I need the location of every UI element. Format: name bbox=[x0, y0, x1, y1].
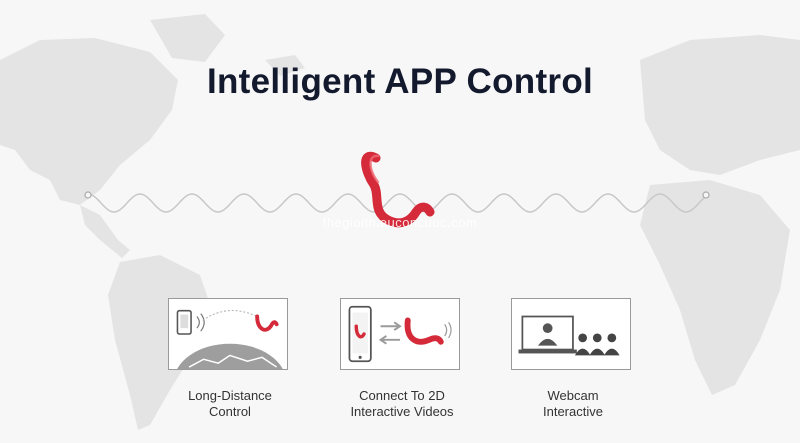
wave-start-node bbox=[84, 191, 92, 199]
phone-to-device-over-globe-icon bbox=[176, 309, 283, 369]
feature-caption: Webcam Interactive bbox=[483, 388, 663, 420]
greenland-shape bbox=[150, 14, 225, 62]
feature-caption-line1: Webcam bbox=[547, 388, 599, 403]
feature-illustration-box bbox=[511, 298, 631, 370]
feature-illustration-box bbox=[168, 298, 288, 370]
north-america-shape bbox=[0, 38, 178, 205]
feature-caption: Long-Distance Control bbox=[140, 388, 320, 420]
webcam-audience-icon bbox=[518, 315, 620, 356]
africa-shape bbox=[640, 180, 790, 395]
feature-illustration-box bbox=[340, 298, 460, 370]
watermark-text: thegioithieuconcuoc.com bbox=[322, 215, 478, 230]
island-shape bbox=[265, 55, 305, 76]
feature-caption-line2: Interactive Videos bbox=[350, 404, 454, 419]
europe-shape bbox=[640, 35, 800, 175]
feature-caption-line1: Connect To 2D bbox=[359, 388, 445, 403]
central-america-shape bbox=[80, 205, 130, 258]
connection-wave bbox=[84, 151, 710, 228]
feature-caption-line2: Interactive bbox=[543, 404, 603, 419]
wave-end-node bbox=[702, 191, 710, 199]
page-title: Intelligent APP Control bbox=[206, 62, 594, 101]
feature-caption: Connect To 2D Interactive Videos bbox=[312, 388, 492, 420]
feature-caption-line2: Control bbox=[209, 404, 251, 419]
feature-long-distance: Long-Distance Control bbox=[168, 298, 292, 420]
phone-device-sync-icon bbox=[348, 305, 452, 363]
feature-caption-line1: Long-Distance bbox=[188, 388, 272, 403]
device-icon bbox=[361, 151, 435, 228]
feature-2d-videos: Connect To 2D Interactive Videos bbox=[340, 298, 464, 420]
wave-line bbox=[87, 193, 707, 213]
feature-webcam: Webcam Interactive bbox=[511, 298, 635, 420]
